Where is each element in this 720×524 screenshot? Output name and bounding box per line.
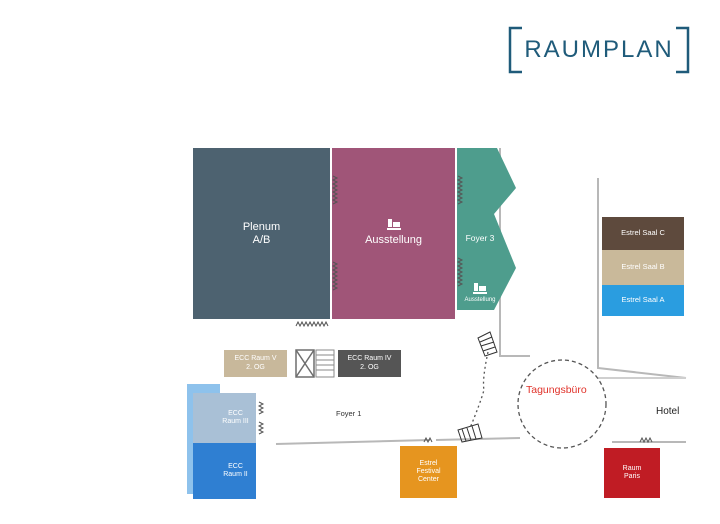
room-ecc-iv-line2: 2. OG	[360, 363, 379, 371]
logo: RAUMPLAN	[508, 26, 690, 74]
room-paris[interactable]: Raum Paris	[604, 448, 660, 498]
room-paris-shape[interactable]	[604, 448, 660, 498]
room-ecc-ii[interactable]: ECC Raum II	[193, 443, 256, 499]
room-foyer3-label: Foyer 3	[465, 233, 495, 244]
room-saal-a[interactable]: Estrel Saal A	[602, 285, 684, 316]
room-saal-b-label: Estrel Saal B	[621, 262, 665, 272]
room-plenum[interactable]: Plenum A/B	[193, 148, 330, 319]
room-plenum-line1: Plenum	[242, 220, 281, 233]
room-ecc-v[interactable]: ECC Raum V 2. OG	[224, 350, 287, 377]
room-ecc-iv[interactable]: ECC Raum IV 2. OG	[338, 350, 401, 377]
room-foyer3-shape[interactable]	[457, 148, 516, 310]
room-ecc-ii-line1: ECC	[228, 462, 243, 470]
room-saal-a-shape[interactable]	[602, 285, 684, 316]
room-saal-a-label: Estrel Saal A	[621, 295, 665, 305]
room-saal-c-shape[interactable]	[602, 217, 684, 250]
room-foyer3-sub: Ausstellung	[457, 294, 503, 306]
elevator-icon	[295, 349, 315, 378]
stairs-icon	[457, 423, 483, 443]
room-foyer3[interactable]: Foyer 3	[457, 230, 503, 248]
room-festival-line3: Center	[417, 476, 439, 484]
logo-bracket-frame	[508, 26, 690, 74]
stairs-icon	[477, 331, 498, 357]
area-foyer1-label: Foyer 1	[336, 409, 362, 418]
room-ausstellung-label: Ausstellung	[365, 233, 422, 246]
room-ausstellung[interactable]: Ausstellung	[332, 230, 455, 250]
room-ausstellung-shape[interactable]	[332, 148, 455, 319]
room-ecc-iii[interactable]: ECC Raum III	[193, 393, 256, 443]
room-ecc-iii-line1: ECC	[228, 409, 243, 417]
room-festival-shape[interactable]	[400, 446, 457, 498]
room-saal-b[interactable]: Estrel Saal B	[602, 250, 684, 285]
room-ecc-iii-shape[interactable]	[193, 393, 256, 443]
exhibit-stand-icon	[387, 219, 401, 230]
room-plenum-line2: A/B	[252, 233, 271, 246]
tagungsbuero-label[interactable]: Tagungsbüro	[526, 384, 587, 396]
room-foyer3-sublabel: Ausstellung	[464, 296, 496, 303]
room-ecc-v-line1: ECC Raum V	[234, 355, 277, 363]
room-ecc-iii-line2: Raum III	[222, 418, 249, 425]
room-ecc-ii-line2: Raum II	[223, 471, 248, 478]
room-saal-c-label: Estrel Saal C	[621, 228, 665, 238]
room-festival-line2: Festival	[416, 467, 441, 475]
room-paris-line1: Raum	[622, 464, 642, 472]
room-ecc-iv-shape[interactable]	[338, 350, 401, 377]
room-ecc-iv-line1: ECC Raum IV	[347, 355, 392, 363]
hotel-label: Hotel	[656, 406, 680, 417]
walkway-dashed	[469, 351, 489, 429]
room-saal-b-shape[interactable]	[602, 250, 684, 285]
room-ecc-v-line2: 2. OG	[246, 363, 265, 371]
room-ecc-ii-shape[interactable]	[193, 443, 256, 499]
door-icon	[257, 175, 464, 435]
room-festival-line1: Estrel	[419, 459, 438, 467]
logo-text: RAUMPLAN	[524, 36, 674, 63]
room-saal-c[interactable]: Estrel Saal C	[602, 217, 684, 250]
door-icon	[295, 320, 653, 444]
room-plenum-shape[interactable]	[193, 148, 330, 319]
tagungsbuero-circle	[517, 359, 607, 449]
room-ecc-v-shape[interactable]	[224, 350, 287, 377]
room-festival[interactable]: Estrel Festival Center	[400, 446, 457, 498]
exhibit-stand-icon	[473, 283, 487, 294]
room-paris-line2: Paris	[624, 473, 640, 480]
stairs-icon	[315, 349, 335, 378]
